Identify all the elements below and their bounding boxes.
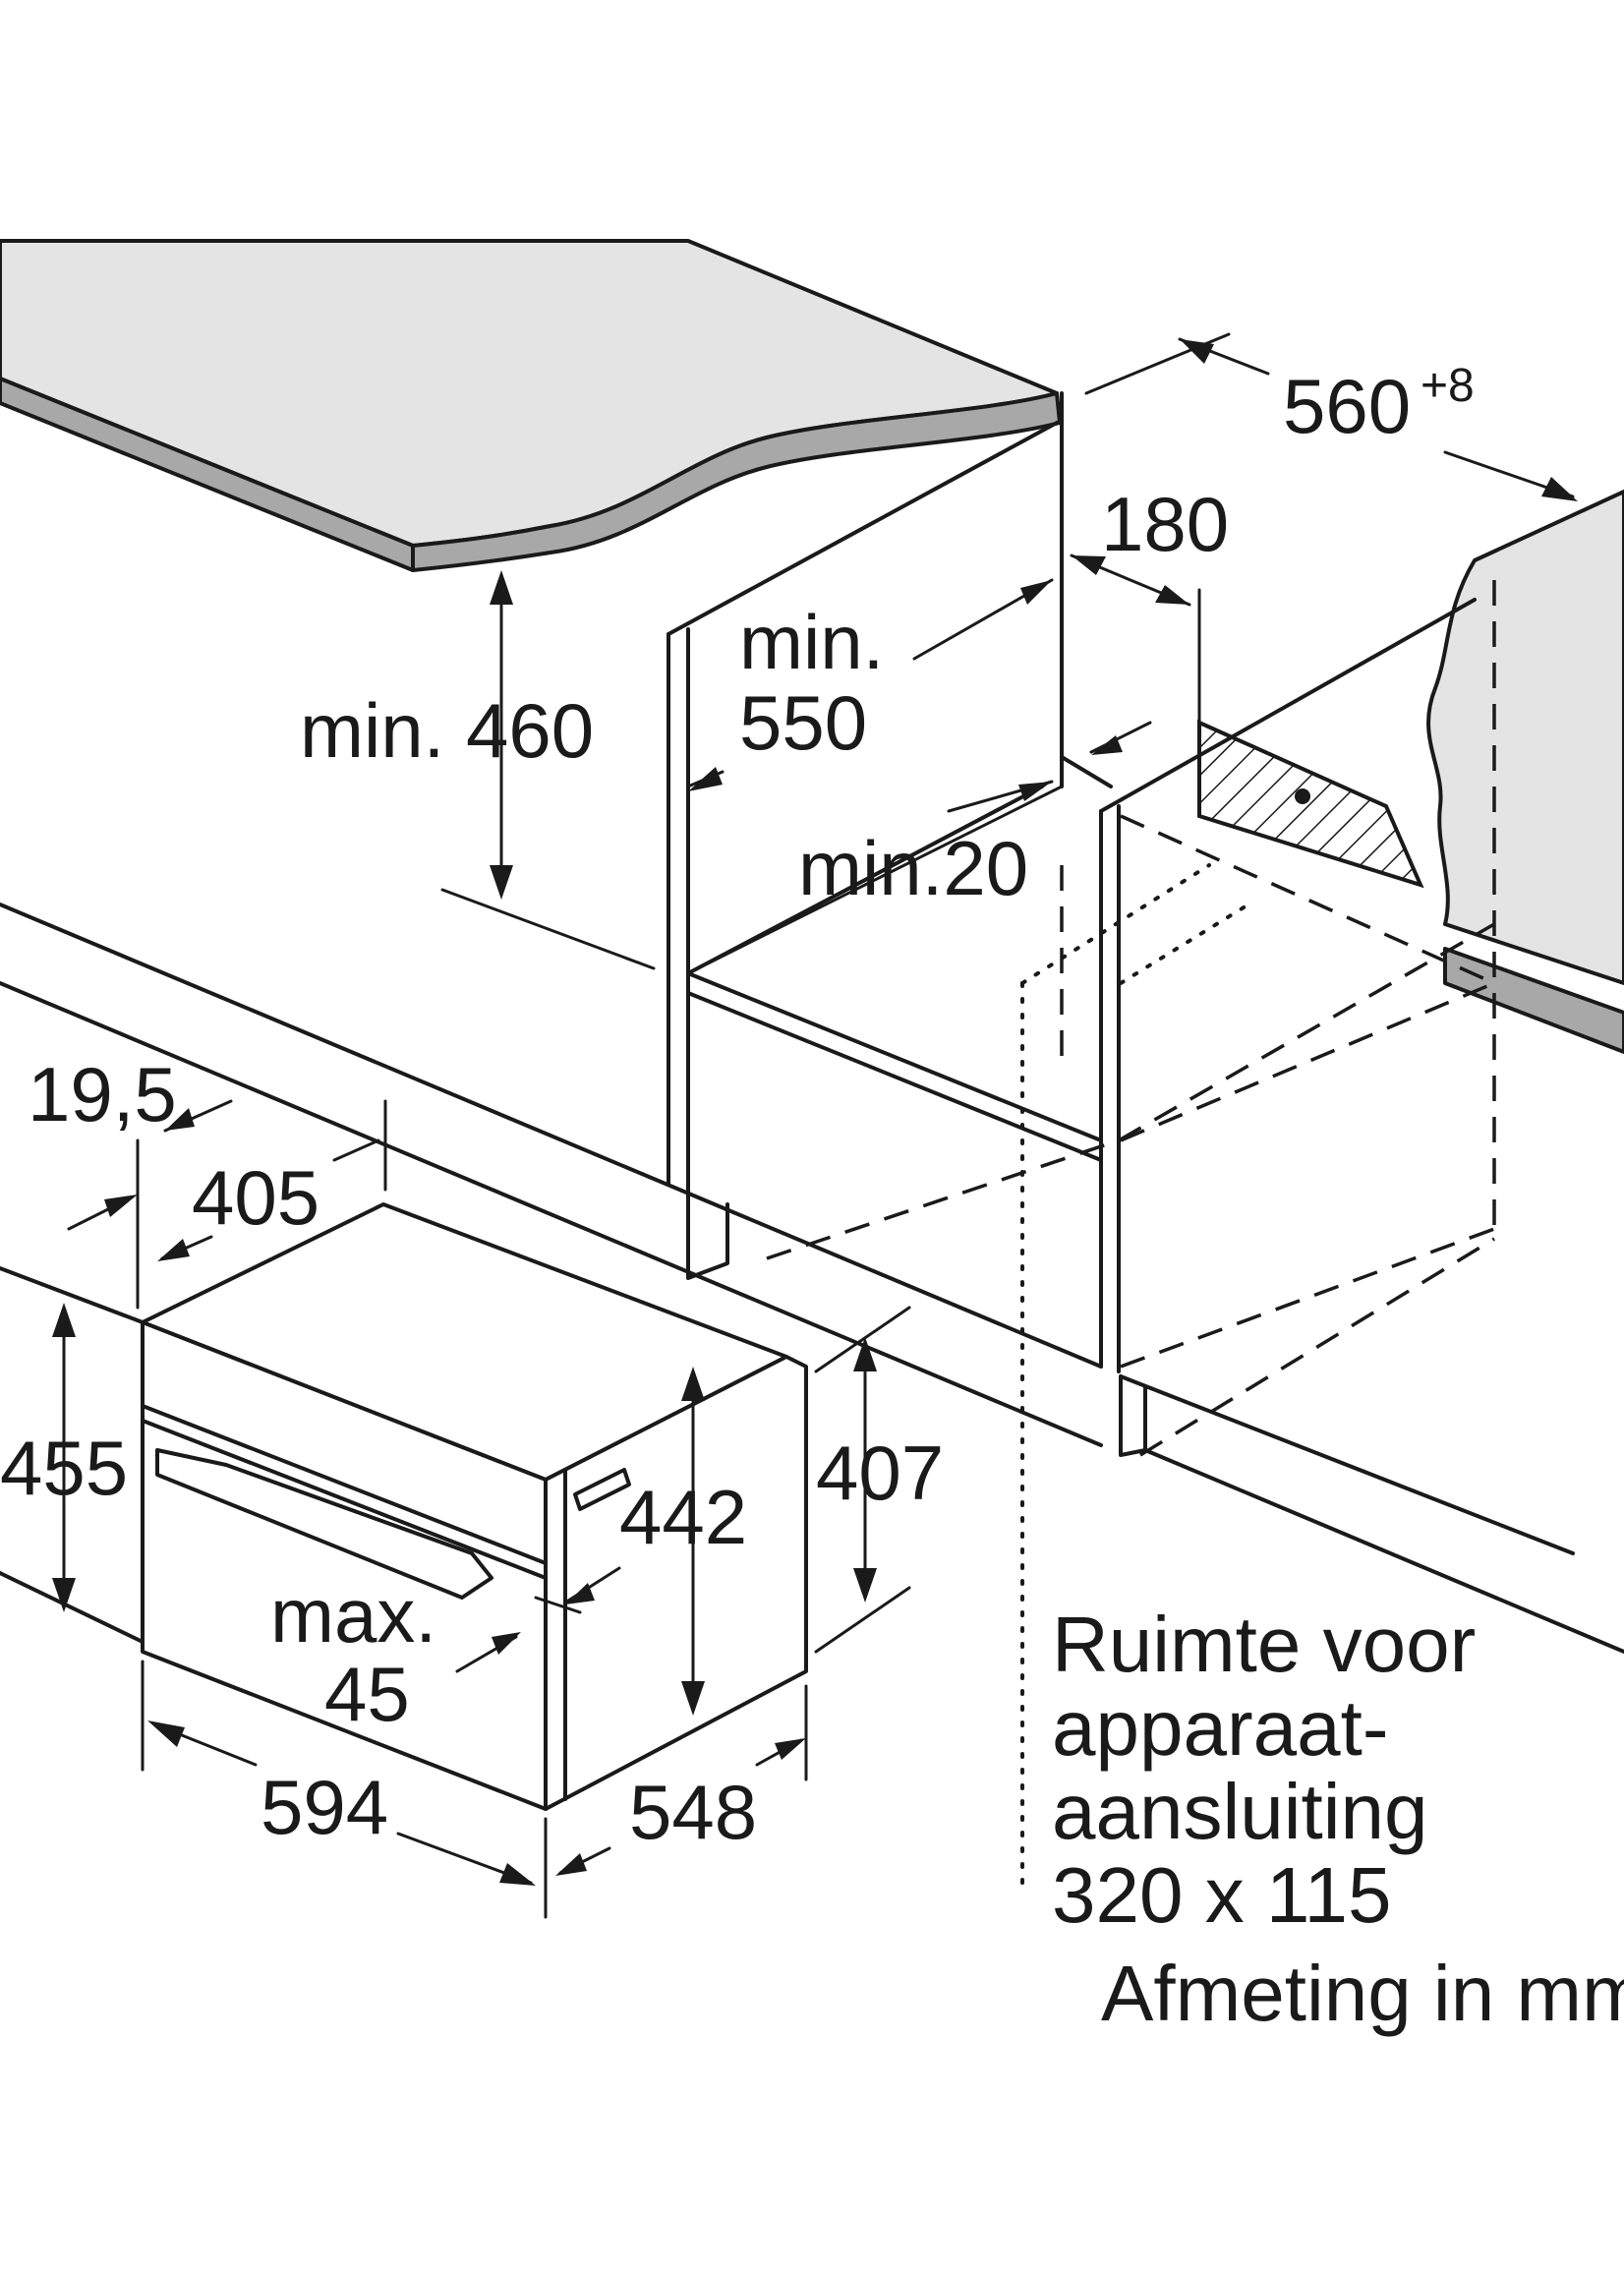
dim-min-460: min. 460 <box>300 687 594 774</box>
cabinet-structure <box>0 239 1624 1890</box>
appliance-side <box>544 1355 808 1811</box>
connection-box <box>1197 719 1424 889</box>
dim-min-550-line1: min. <box>739 599 884 685</box>
countertop-surface <box>0 239 1059 548</box>
right-countertop <box>1426 490 1624 985</box>
dim-594: 594 <box>261 1764 388 1850</box>
appliance-handle <box>155 1448 493 1600</box>
dim-min-550-line2: 550 <box>739 679 867 766</box>
dim-180: 180 <box>1101 481 1229 567</box>
note-line-2: apparaat- <box>1052 1684 1388 1772</box>
dimension-lines <box>52 332 1578 1919</box>
dim-560-tolerance: +8 <box>1421 360 1475 412</box>
dim-442: 442 <box>619 1474 747 1560</box>
units-note: Afmeting in mm <box>1101 1950 1624 2037</box>
note-line-4: 320 x 115 <box>1052 1851 1391 1939</box>
note-line-1: Ruimte voor <box>1052 1601 1476 1688</box>
dimension-labels: 560 +8 180 min. 460 min. 550 min.20 19,5… <box>0 360 1475 1855</box>
dim-405: 405 <box>192 1154 319 1241</box>
dim-max-45-line2: 45 <box>324 1651 410 1737</box>
dim-548: 548 <box>629 1769 757 1855</box>
right-countertop-edge <box>1443 947 1624 1054</box>
dim-455: 455 <box>0 1425 128 1511</box>
note-line-3: aansluiting <box>1052 1768 1428 1855</box>
dim-407: 407 <box>816 1429 944 1516</box>
appliance <box>141 1202 808 1811</box>
dim-560: 560 <box>1283 363 1411 449</box>
dim-max-45-line1: max. <box>270 1572 436 1659</box>
dim-19-5: 19,5 <box>28 1051 177 1137</box>
connection-note: Ruimte voor apparaat- aansluiting 320 x … <box>1052 1601 1624 2037</box>
dim-min-20: min.20 <box>798 825 1028 911</box>
